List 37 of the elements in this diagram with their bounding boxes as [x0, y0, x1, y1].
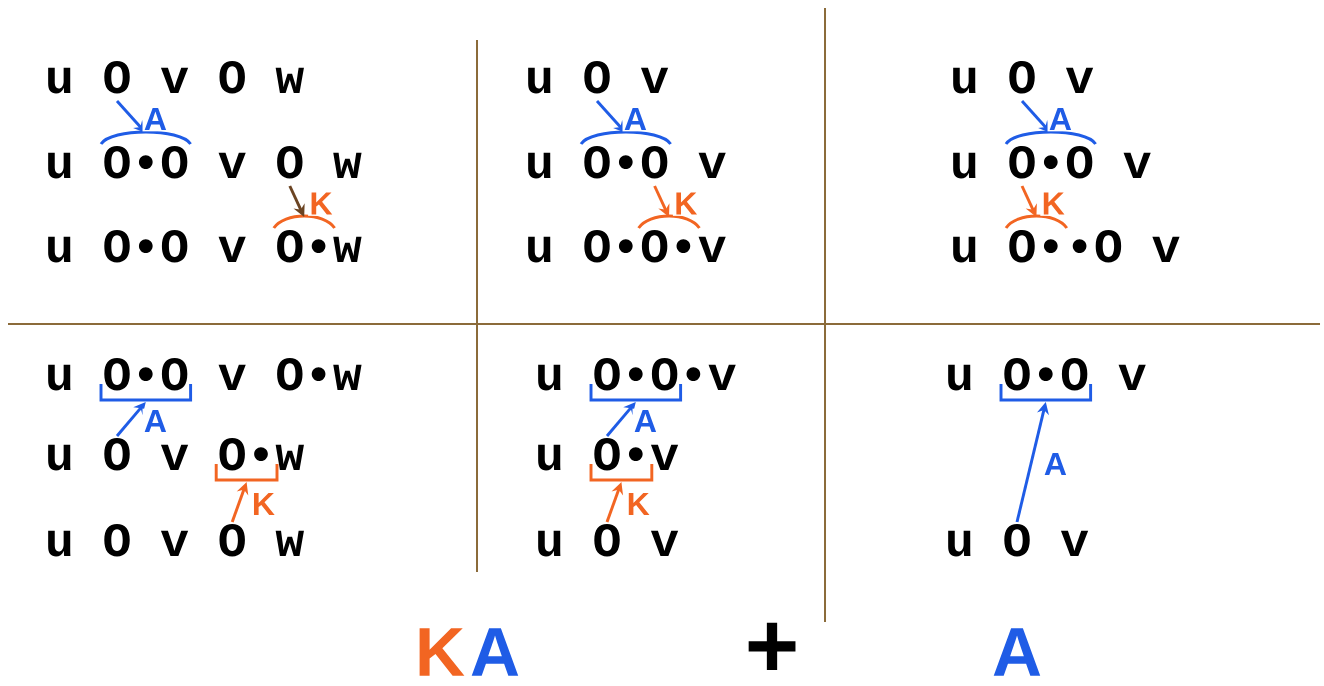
- symbol-string: u O v: [953, 60, 1094, 94]
- symbol-string: u O v: [538, 523, 679, 557]
- arrow: [115, 402, 146, 437]
- symbol-string: u O v O w: [48, 523, 304, 557]
- edge-label: K: [1040, 191, 1067, 216]
- symbol-string: u O v O w: [48, 60, 304, 94]
- symbol-string: u O v O•w: [48, 437, 304, 471]
- symbol-string: u O v: [948, 523, 1089, 557]
- arrow: [595, 100, 626, 133]
- operator-letter: K: [419, 628, 465, 676]
- arrow: [115, 100, 146, 133]
- symbol-string: u O•O v O w: [48, 145, 362, 179]
- symbol-string: u O•O v: [948, 357, 1146, 391]
- symbol-string: u O•O v O•w: [48, 357, 362, 391]
- edge-label: A: [142, 106, 169, 132]
- arrow: [605, 402, 636, 437]
- edge-label: K: [625, 491, 652, 517]
- symbol-string: u O•O•v: [538, 357, 736, 391]
- edge-label: K: [250, 491, 277, 517]
- symbol-string: u O•v: [538, 437, 679, 471]
- symbol-string: u O•O v: [953, 145, 1151, 179]
- operator-letter: A: [993, 628, 1041, 676]
- edge-label: K: [308, 191, 334, 216]
- edge-label: K: [672, 191, 699, 216]
- symbol-string: u O•O v: [528, 145, 726, 179]
- symbol-string: u O••O v: [953, 229, 1180, 263]
- plus-sign: +: [748, 622, 796, 671]
- symbol-string: u O•O v O•w: [48, 229, 362, 263]
- edge-label: A: [1042, 451, 1069, 477]
- symbol-string: u O v: [528, 60, 669, 94]
- edge-label: A: [1047, 106, 1074, 132]
- edge-label: A: [142, 408, 169, 434]
- symbol-string: u O•O•v: [528, 229, 726, 263]
- arrow: [1020, 100, 1051, 133]
- operator-letter: A: [471, 628, 519, 676]
- edge-label: A: [632, 408, 659, 434]
- edge-label: A: [622, 106, 649, 132]
